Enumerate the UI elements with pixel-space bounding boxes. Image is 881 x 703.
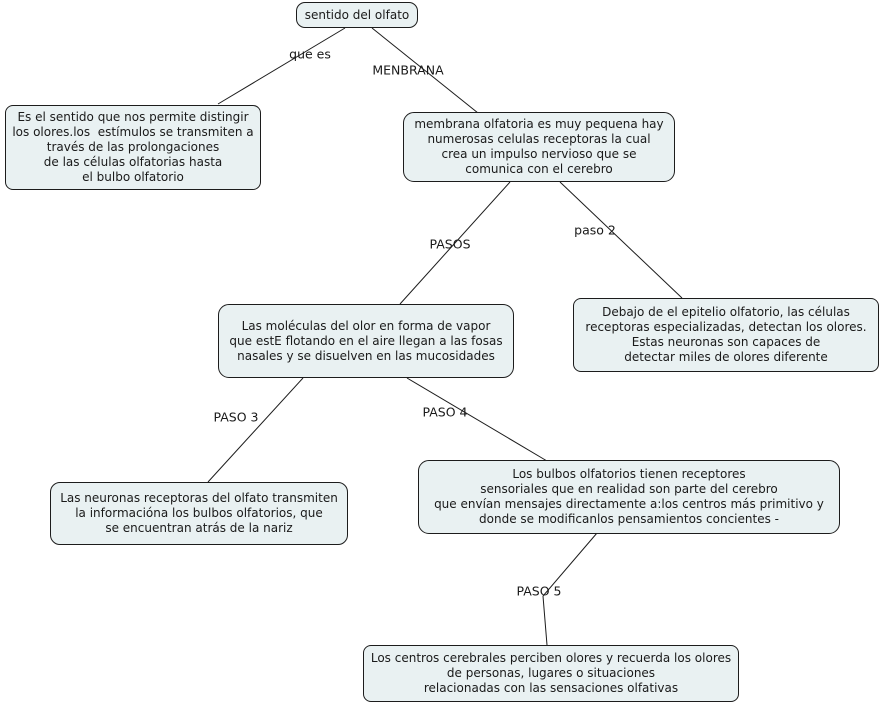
- node-membrana[interactable]: membrana olfatoria es muy pequena hay nu…: [403, 112, 675, 182]
- connector-root-definicion: [217, 27, 346, 105]
- edge-label-que-es[interactable]: que es: [289, 46, 331, 62]
- node-bulbos[interactable]: Los bulbos olfatorios tienen receptores …: [418, 460, 840, 534]
- connector-moleculas-neuronas: [207, 377, 304, 483]
- connector-bulbos-centros: [542, 532, 598, 646]
- node-centros[interactable]: Los centros cerebrales perciben olores y…: [363, 645, 739, 702]
- node-label: membrana olfatoria es muy pequena hay nu…: [414, 117, 664, 176]
- edge-label-paso-3[interactable]: PASO 3: [213, 409, 259, 425]
- node-label: Las neuronas receptoras del olfato trans…: [60, 491, 338, 535]
- node-label: Los bulbos olfatorios tienen receptores …: [434, 467, 824, 526]
- connector-membrana-moleculas: [399, 181, 511, 305]
- node-label: Las moléculas del olor en forma de vapor…: [229, 318, 503, 363]
- node-moleculas[interactable]: Las moléculas del olor en forma de vapor…: [218, 304, 514, 378]
- connector-root-membrana: [371, 27, 479, 114]
- node-label: Los centros cerebrales perciben olores y…: [370, 651, 732, 695]
- edge-label-paso-2[interactable]: paso 2: [574, 222, 616, 238]
- node-label: Debajo de el epitelio olfatorio, las cél…: [585, 305, 867, 364]
- edge-label-paso-4[interactable]: PASO 4: [422, 404, 468, 420]
- node-neuronas[interactable]: Las neuronas receptoras del olfato trans…: [50, 482, 348, 545]
- node-definicion[interactable]: Es el sentido que nos permite distingir …: [5, 105, 261, 190]
- edge-label-menbrana[interactable]: MENBRANA: [372, 62, 444, 78]
- node-label: sentido del olfato: [304, 7, 410, 22]
- node-label: Es el sentido que nos permite distingir …: [12, 110, 254, 184]
- edge-label-pasos[interactable]: PASOS: [429, 236, 471, 252]
- edge-label-paso-5[interactable]: PASO 5: [516, 583, 562, 599]
- node-sentido-del-olfato[interactable]: sentido del olfato: [296, 2, 418, 28]
- connector-moleculas-bulbos: [406, 377, 548, 462]
- connector-membrana-epitelio: [559, 181, 683, 299]
- node-epitelio[interactable]: Debajo de el epitelio olfatorio, las cél…: [573, 298, 879, 372]
